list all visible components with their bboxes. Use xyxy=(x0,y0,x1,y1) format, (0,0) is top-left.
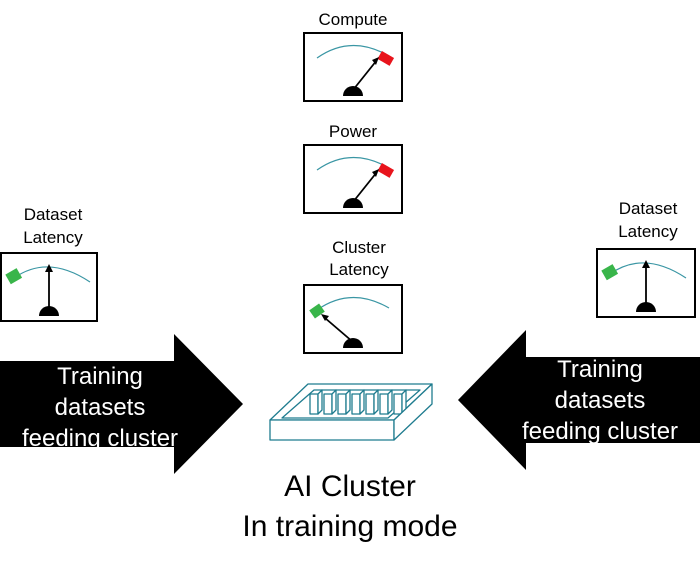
needle-icon xyxy=(352,171,378,203)
ok-zone-icon xyxy=(309,303,325,319)
needle-icon xyxy=(352,59,378,91)
dataset-latency-right-label-line1: Dataset xyxy=(618,199,678,218)
gauge-base-icon xyxy=(343,86,363,96)
gauge-base-icon xyxy=(636,302,656,312)
ok-zone-icon xyxy=(5,268,23,285)
dataset-latency-left-label-line1: Dataset xyxy=(23,205,83,224)
compute-gauge xyxy=(303,32,403,102)
dataset-latency-left-label-line2: Latency xyxy=(23,228,83,247)
left-arrow-line2: datasets xyxy=(54,394,146,421)
power-gauge xyxy=(303,144,403,214)
danger-zone-icon xyxy=(377,51,395,66)
right-arrow-line2: datasets xyxy=(554,387,646,414)
dataset-latency-left-gauge xyxy=(0,252,98,322)
ok-zone-icon xyxy=(601,264,619,281)
gauge-base-icon xyxy=(343,198,363,208)
left-arrow-line1: Training xyxy=(57,363,143,390)
right-arrow-line3: feeding cluster xyxy=(521,418,679,445)
right-arrow-line1: Training xyxy=(557,356,643,383)
danger-zone-icon xyxy=(377,163,395,178)
left-arrow-icon xyxy=(0,334,243,474)
compute-label: Compute xyxy=(318,10,388,29)
dataset-latency-right-gauge xyxy=(596,248,696,318)
dataset-latency-right-label-line2: Latency xyxy=(618,222,678,241)
cluster-latency-gauge xyxy=(303,284,403,354)
cluster-title-line1: AI Cluster xyxy=(284,470,416,503)
needle-icon xyxy=(324,317,354,343)
cluster-title-line2: In training mode xyxy=(242,510,458,543)
gauge-base-icon xyxy=(343,338,363,348)
cluster-latency-label-line1: Cluster xyxy=(332,238,386,257)
power-label: Power xyxy=(328,122,378,141)
server-rack-icon xyxy=(269,383,433,441)
left-arrow-line3: feeding cluster xyxy=(21,425,179,452)
right-arrow-icon xyxy=(458,330,700,470)
cluster-latency-label-line2: Latency xyxy=(329,260,389,279)
gauge-base-icon xyxy=(39,306,59,316)
